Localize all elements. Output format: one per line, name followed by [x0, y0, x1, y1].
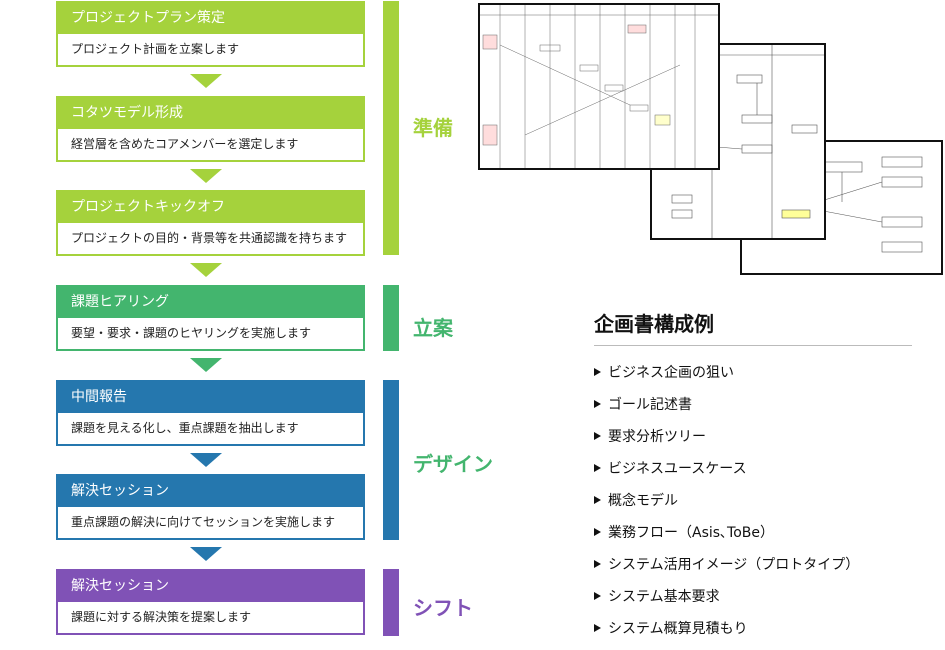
outline-item: ゴール記述書	[594, 394, 859, 426]
outline-item-label: システム概算見積もり	[608, 621, 748, 637]
triangle-bullet-icon	[594, 432, 601, 440]
outline-item-label: 概念モデル	[608, 493, 678, 509]
triangle-bullet-icon	[594, 400, 601, 408]
phase-bar	[383, 1, 399, 255]
triangle-bullet-icon	[594, 560, 601, 568]
outline-title: 企画書構成例	[594, 312, 714, 336]
step-box: プロジェクトキックオフプロジェクトの目的・背景等を共通認識を持ちます	[56, 190, 365, 256]
triangle-bullet-icon	[594, 368, 601, 376]
phase-label: 準備	[413, 116, 453, 140]
outline-item: 概念モデル	[594, 490, 859, 522]
outline-item: システム基本要求	[594, 586, 859, 618]
step-title: プロジェクトプラン策定	[58, 3, 363, 34]
phase-bar	[383, 380, 399, 540]
step-title: コタツモデル形成	[58, 98, 363, 129]
step-title: 中間報告	[58, 382, 363, 413]
step-description: 課題に対する解決策を提案します	[71, 610, 252, 624]
arrow-down-icon	[190, 547, 222, 561]
outline-item: システム概算見積もり	[594, 618, 859, 650]
triangle-bullet-icon	[594, 592, 601, 600]
step-box: プロジェクトプラン策定プロジェクト計画を立案します	[56, 1, 365, 67]
step-box: 解決セッション課題に対する解決策を提案します	[56, 569, 365, 635]
triangle-bullet-icon	[594, 624, 601, 632]
phase-label: 立案	[413, 316, 453, 340]
step-description: 要望・要求・課題のヒヤリングを実施します	[71, 326, 312, 340]
outline-item: ビジネスユースケース	[594, 458, 859, 490]
step-title: 解決セッション	[58, 571, 363, 602]
arrow-down-icon	[190, 263, 222, 277]
step-box: 中間報告課題を見える化し、重点課題を抽出します	[56, 380, 365, 446]
outline-item: 要求分析ツリー	[594, 426, 859, 458]
divider	[594, 345, 912, 346]
step-box: 課題ヒアリング要望・要求・課題のヒヤリングを実施します	[56, 285, 365, 351]
outline-item: 業務フロー（Asis､ToBe）	[594, 522, 859, 554]
outline-item-label: ビジネス企画の狙い	[608, 365, 734, 381]
outline-item-label: システム基本要求	[608, 589, 720, 605]
phase-bar	[383, 569, 399, 636]
triangle-bullet-icon	[594, 528, 601, 536]
step-box: コタツモデル形成経営層を含めたコアメンバーを選定します	[56, 96, 365, 162]
arrow-down-icon	[190, 358, 222, 372]
step-box: 解決セッション重点課題の解決に向けてセッションを実施します	[56, 474, 365, 540]
arrow-down-icon	[190, 74, 222, 88]
step-description: 課題を見える化し、重点課題を抽出します	[71, 421, 299, 435]
step-description: プロジェクト計画を立案します	[71, 42, 240, 56]
triangle-bullet-icon	[594, 464, 601, 472]
step-description: 重点課題の解決に向けてセッションを実施します	[71, 515, 336, 529]
outline-item: システム活用イメージ（プロトタイプ）	[594, 554, 859, 586]
triangle-bullet-icon	[594, 496, 601, 504]
arrow-down-icon	[190, 453, 222, 467]
phase-label: シフト	[413, 596, 473, 620]
step-description: 経営層を含めたコアメンバーを選定します	[71, 137, 299, 151]
outline-item: ビジネス企画の狙い	[594, 362, 859, 394]
document-thumbnail-1	[478, 3, 720, 170]
outline-item-label: ゴール記述書	[608, 397, 692, 413]
phase-label: デザイン	[413, 452, 493, 476]
outline-list: ビジネス企画の狙いゴール記述書要求分析ツリービジネスユースケース概念モデル業務フ…	[594, 362, 859, 650]
step-title: プロジェクトキックオフ	[58, 192, 363, 223]
outline-item-label: システム活用イメージ（プロトタイプ）	[608, 557, 860, 573]
step-title: 解決セッション	[58, 476, 363, 507]
step-title: 課題ヒアリング	[58, 287, 363, 318]
phase-bar	[383, 285, 399, 351]
step-description: プロジェクトの目的・背景等を共通認識を持ちます	[71, 231, 348, 245]
outline-item-label: 業務フロー（Asis､ToBe）	[608, 525, 775, 541]
outline-item-label: 要求分析ツリー	[608, 429, 706, 445]
arrow-down-icon	[190, 169, 222, 183]
outline-item-label: ビジネスユースケース	[608, 461, 747, 477]
